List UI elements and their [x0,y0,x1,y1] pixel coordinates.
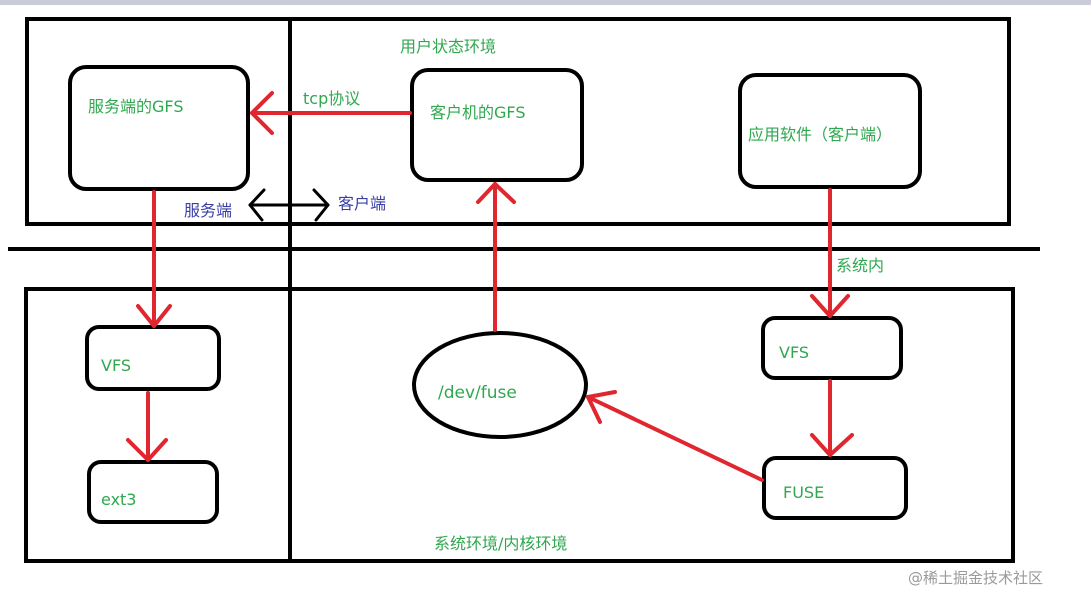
vfs-left-label: VFS [101,356,131,375]
arrow-server-client [248,188,330,222]
top-band [0,0,1091,5]
app-box [738,73,922,189]
vfs-right-label: VFS [779,343,809,362]
syscall-label: 系统内 [836,256,884,275]
user-space-label: 用户状态环境 [400,37,496,56]
fuse-box [762,456,908,520]
ext3-box [87,460,219,524]
server-gfs-label: 服务端的GFS [88,97,183,116]
arrow-app-to-vfs [810,188,850,318]
server-gfs-box [68,65,250,191]
fuse-label: FUSE [783,483,824,502]
server-side-label: 服务端 [184,201,232,220]
dev-fuse-label: /dev/fuse [438,383,517,403]
client-gfs-box [410,68,584,182]
kernel-space-label: 系统环境/内核环境 [434,534,567,553]
vfs-right-box [761,316,903,380]
watermark: @稀土掘金技术社区 [908,569,1043,587]
arrow-vfs-to-ext3 [126,391,168,462]
arrow-server-to-vfs [136,190,172,328]
arrow-devfuse-to-client [476,182,516,332]
user-space-region [25,17,1011,226]
kernel-space-region [24,287,1015,563]
tcp-label: tcp协议 [303,89,360,108]
arrow-vfs-to-fuse [810,379,854,457]
arrow-fuse-to-devfuse [586,390,764,482]
client-side-label: 客户端 [338,194,386,213]
arrow-tcp [250,91,412,135]
dev-fuse-ellipse [412,331,588,439]
ext3-label: ext3 [101,490,136,509]
app-label: 应用软件（客户端） [748,125,892,144]
client-gfs-label: 客户机的GFS [430,103,525,122]
